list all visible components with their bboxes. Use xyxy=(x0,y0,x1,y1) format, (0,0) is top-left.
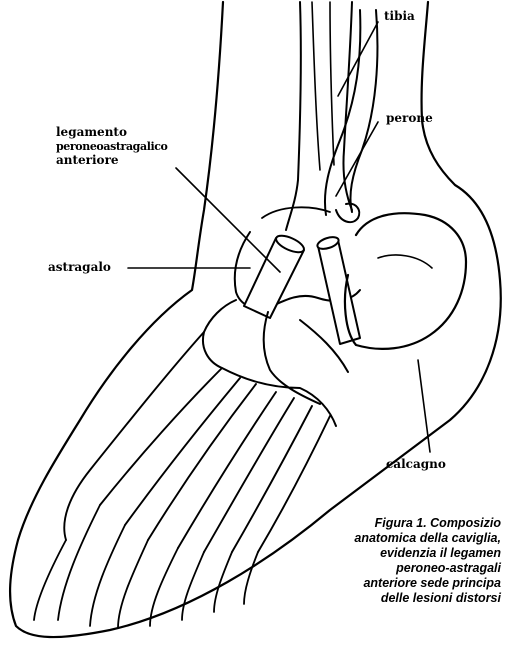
tibia-bone xyxy=(286,2,352,230)
phalanges xyxy=(34,505,258,628)
ligament-cylinder-2 xyxy=(318,240,360,344)
talar-dome xyxy=(262,207,330,218)
caption-line: anatomica della caviglia, xyxy=(241,531,501,546)
label-legamento-line-1: legamento xyxy=(56,126,127,139)
tibia-leader-line xyxy=(338,22,378,96)
label-astragalo: astragalo xyxy=(48,261,111,274)
caption-line: peroneo-astragali xyxy=(241,561,501,576)
caption-line: Figura 1. Composizio xyxy=(241,516,501,531)
legamento-leader-line xyxy=(176,168,280,272)
lateral-malleolus xyxy=(336,204,359,222)
figure-caption: Figura 1. Composizio anatomica della cav… xyxy=(241,516,501,606)
midfoot-bones xyxy=(203,300,348,426)
caption-line: evidenzia il legamen xyxy=(241,546,501,561)
calcagno-bone xyxy=(345,213,466,349)
calcaneus-inner-line xyxy=(378,255,432,268)
caption-line: delle lesioni distorsi xyxy=(241,591,501,606)
label-legamento-line-3: anteriore xyxy=(56,154,119,167)
metatarsal-1 xyxy=(64,332,222,540)
label-perone: perone xyxy=(386,112,433,125)
caption-line: anteriore sede principa xyxy=(241,576,501,591)
label-legamento-line-2: peroneoastragalico xyxy=(56,140,168,153)
label-tibia: tibia xyxy=(384,10,415,23)
label-calcagno: calcagno xyxy=(386,458,446,471)
tibia-inner-line xyxy=(312,2,334,170)
